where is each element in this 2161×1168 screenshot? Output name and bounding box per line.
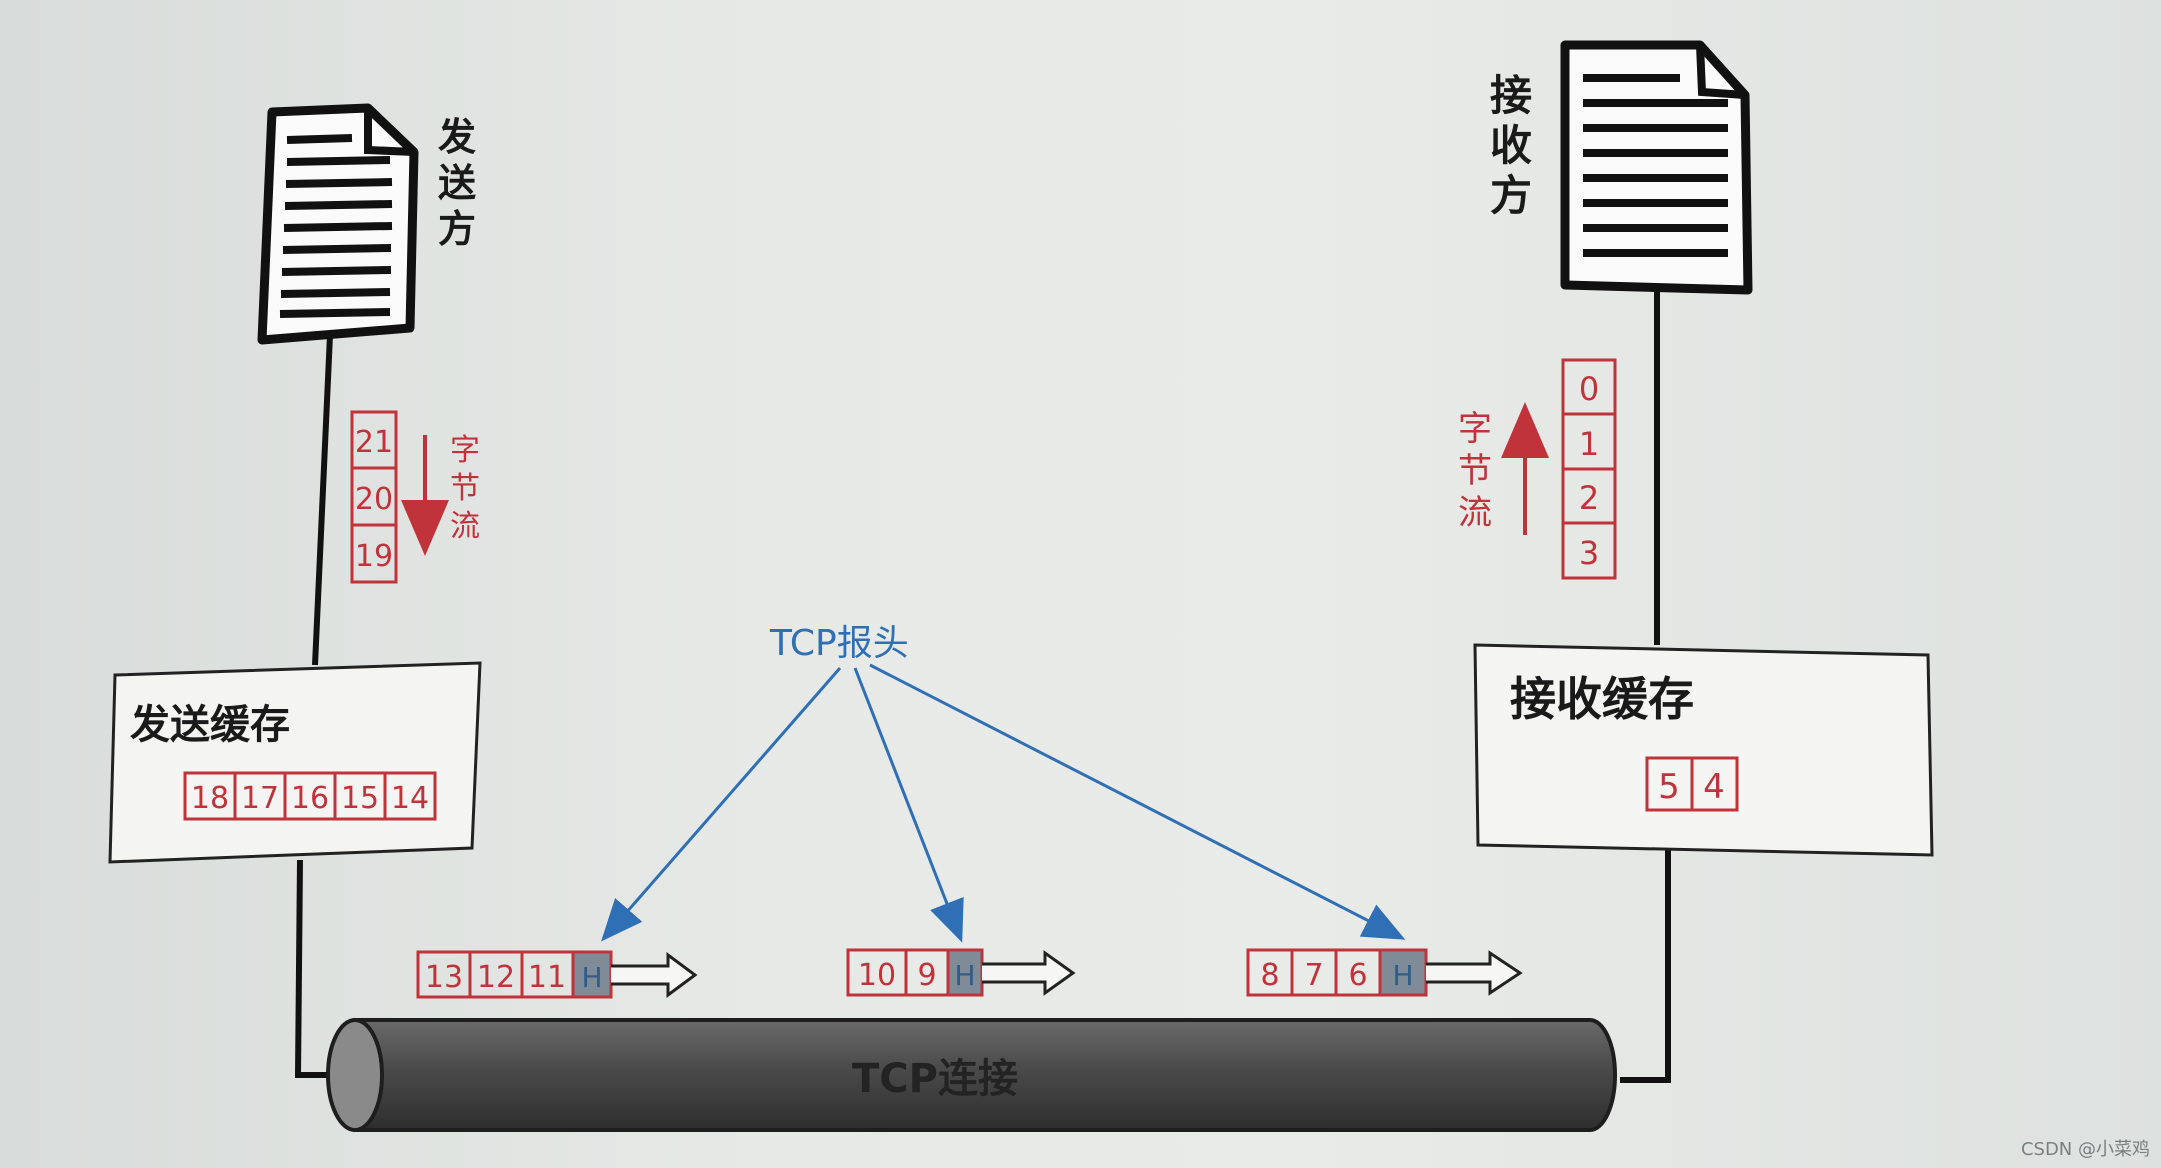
receiver-stream-byte: 1	[1579, 425, 1599, 463]
receiver-stream-byte: 3	[1579, 534, 1599, 572]
receiver-buffer-byte: 5	[1658, 767, 1680, 807]
tcp-connection-label: TCP连接	[852, 1056, 1018, 1102]
tcp-header-marker: H	[1392, 959, 1413, 992]
sender-stream-byte: 19	[355, 539, 393, 574]
sender-stream-label: 字 节 流	[450, 433, 480, 544]
segment-byte: 8	[1260, 958, 1279, 993]
sender-stream-label-char: 字	[450, 433, 480, 468]
receiver-buffer-byte: 4	[1703, 767, 1725, 807]
receiver-buffer-title: 接收缓存	[1510, 672, 1694, 726]
sender-buffer-bytes: 18 17 16 15 14	[183, 771, 437, 821]
receiver-stream-label-char: 节	[1458, 451, 1492, 491]
sender-stream-byte: 21	[355, 425, 393, 460]
receiver-buffer-bytes: 5 4	[1645, 756, 1739, 812]
receiver-stream-label-char: 字	[1458, 409, 1492, 449]
sender-byte-stream: 21 20 19	[350, 410, 398, 584]
segment-direction-arrow	[982, 950, 1076, 996]
pointer-to-segment-3	[869, 663, 1406, 940]
watermark: CSDN @小菜鸡	[2021, 1139, 2150, 1160]
sender-label: 发 送 方	[438, 115, 476, 251]
tcp-header-label: TCP报头	[769, 623, 909, 664]
sender-buffer-byte: 18	[191, 781, 229, 816]
tcp-header-marker: H	[581, 961, 602, 994]
receiver-buffer-box: 接收缓存 5 4	[1473, 643, 1934, 857]
sender-buffer-byte: 16	[291, 781, 329, 816]
sender-label-char: 方	[438, 207, 476, 251]
segment-2: 10 9 H	[846, 948, 1076, 997]
sender-line	[294, 334, 333, 1078]
segment-direction-arrow	[611, 952, 698, 998]
sender-buffer-byte: 14	[391, 781, 429, 816]
tcp-header-block	[571, 950, 613, 999]
segment-direction-arrow	[1426, 950, 1523, 996]
receiver-stream-label-char: 流	[1458, 493, 1492, 533]
segment-byte: 13	[425, 960, 463, 995]
receiver-label-char: 收	[1490, 121, 1532, 170]
receiver-stream-label: 字 节 流	[1458, 409, 1492, 533]
receiver-label-char: 接	[1490, 71, 1532, 120]
pointer-to-segment-2	[853, 667, 964, 943]
pointer-to-segment-1	[601, 667, 842, 942]
receiver-line	[1620, 285, 1671, 1083]
segment-3: 8 7 6 H	[1246, 948, 1523, 997]
tcp-header-marker: H	[954, 959, 975, 992]
sender-document-icon	[257, 103, 419, 345]
segment-byte: 12	[477, 960, 515, 995]
sender-buffer-byte: 17	[241, 781, 279, 816]
segment-byte: 11	[528, 960, 566, 995]
receiver-label: 接 收 方	[1490, 71, 1532, 220]
receiver-stream-byte: 2	[1579, 479, 1599, 517]
receiver-stream-byte: 0	[1579, 370, 1599, 408]
segment-byte: 7	[1304, 958, 1323, 993]
sender-stream-byte: 20	[355, 482, 393, 517]
sender-buffer-title: 发送缓存	[130, 702, 290, 748]
sender-buffer-box: 发送缓存 18 17 16 15 14	[108, 661, 482, 864]
sender-stream-label-char: 节	[450, 471, 480, 506]
tcp-header-block	[1378, 948, 1428, 997]
receiver-document-icon	[1560, 40, 1753, 295]
segment-byte: 6	[1348, 958, 1367, 993]
tcp-header-pointers	[601, 663, 1406, 943]
segment-byte: 9	[917, 958, 936, 993]
segment-byte: 10	[858, 958, 896, 993]
receiver-byte-stream: 0 1 2 3	[1561, 358, 1617, 580]
sender-buffer-byte: 15	[341, 781, 379, 816]
tcp-connection-pipe: TCP连接	[326, 1018, 1617, 1132]
sender-label-char: 送	[438, 161, 476, 205]
receiver-label-char: 方	[1490, 171, 1532, 220]
sender-label-char: 发	[438, 115, 476, 159]
sender-stream-label-char: 流	[450, 509, 480, 544]
segment-1: 13 12 11 H	[416, 950, 698, 999]
